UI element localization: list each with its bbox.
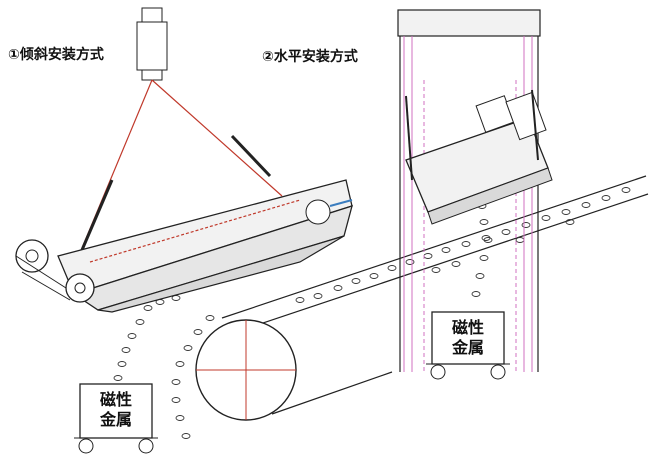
inclined-install-label: ①倾斜安装方式 xyxy=(8,47,104,63)
left-bin-line1: 磁性 xyxy=(99,390,132,409)
conveyor-drum xyxy=(195,319,297,421)
horizontal-separator xyxy=(405,89,553,225)
horizontal-frame xyxy=(397,9,541,372)
right-bin-line1: 磁性 xyxy=(451,318,484,337)
left-bin-line2: 金属 xyxy=(99,410,132,429)
left-bin-label: 磁性 金属 xyxy=(84,390,148,430)
right-bin-label: 磁性 金属 xyxy=(436,318,500,358)
horizontal-install-label: ②水平安装方式 xyxy=(262,49,358,65)
left-bin xyxy=(74,383,158,454)
right-bin-line2: 金属 xyxy=(451,338,484,357)
conveyor-belt xyxy=(221,175,649,415)
inclined-suspension xyxy=(80,7,283,251)
inclined-separator xyxy=(15,179,353,313)
right-bin xyxy=(426,311,510,380)
